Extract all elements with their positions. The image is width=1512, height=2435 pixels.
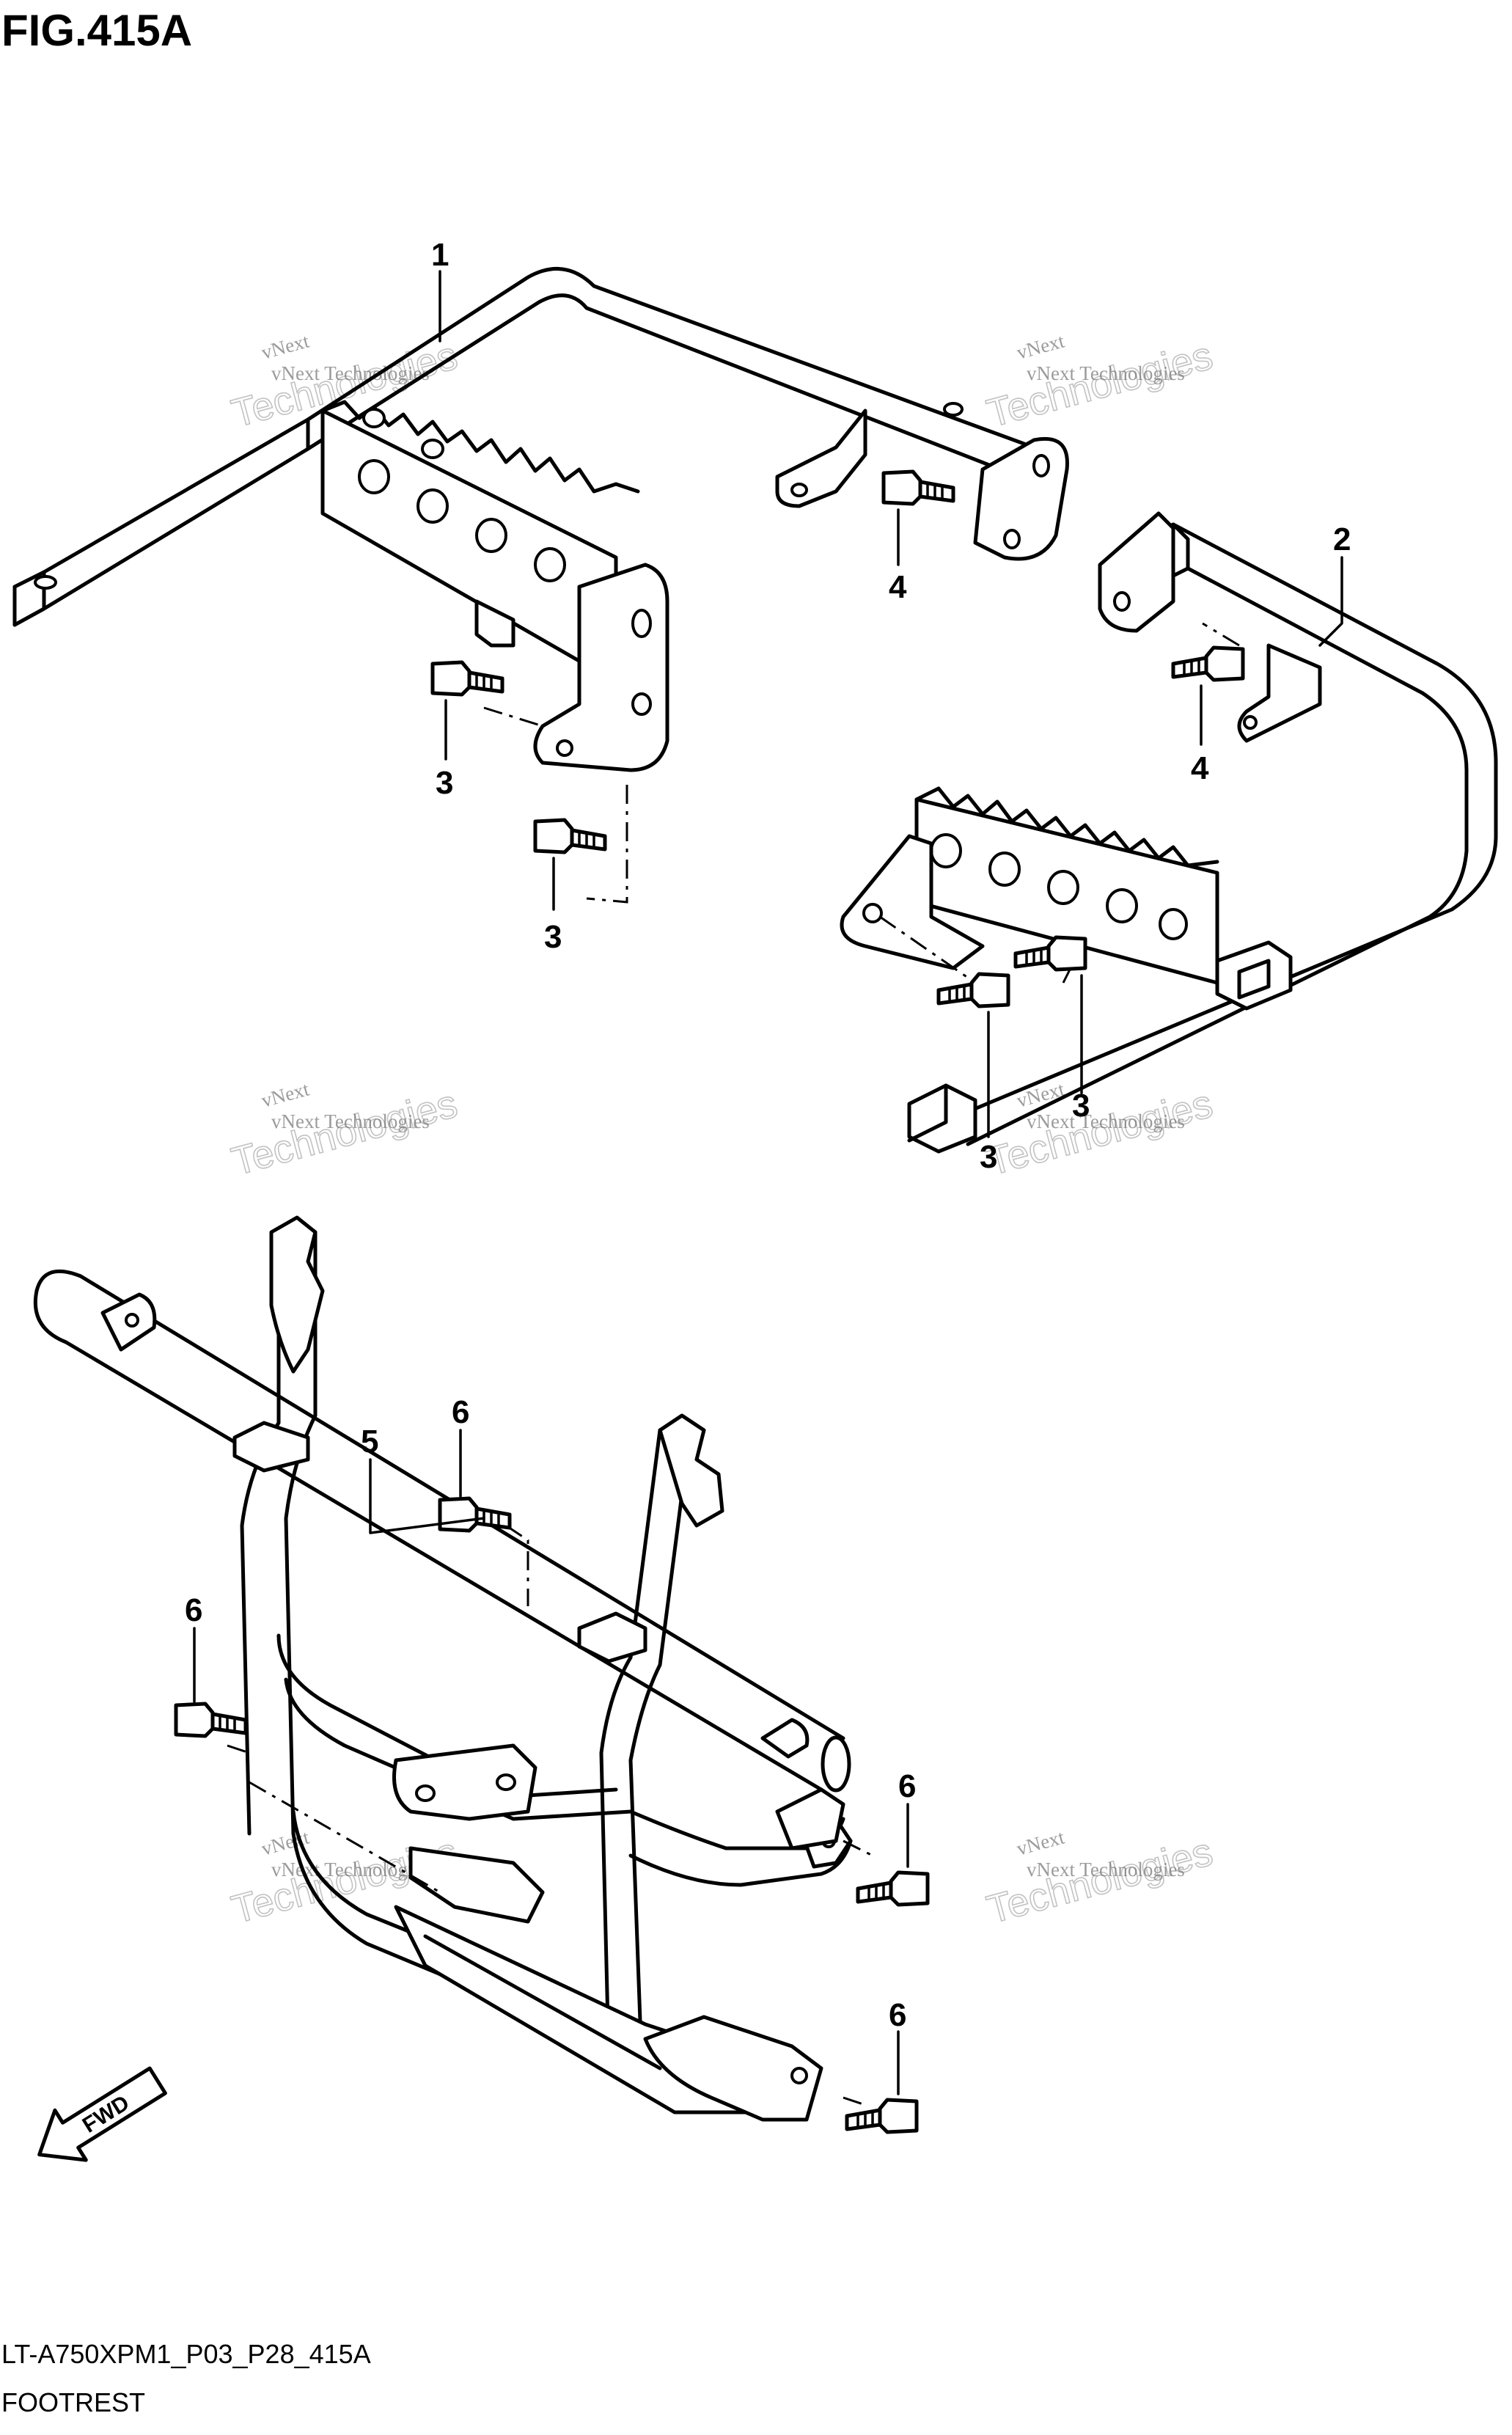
fwd-arrow-icon: FWD bbox=[37, 2066, 167, 2162]
callout-6: 6 bbox=[185, 1592, 202, 1628]
svg-text:vNext Technologies: vNext Technologies bbox=[1027, 362, 1185, 384]
tube-end-cap bbox=[821, 1735, 851, 1793]
bolt-icon bbox=[881, 469, 955, 506]
callout-6: 6 bbox=[889, 1997, 906, 2033]
bolt-icon bbox=[430, 660, 504, 697]
callout-2: 2 bbox=[1333, 521, 1351, 557]
callout-3: 3 bbox=[1072, 1088, 1090, 1124]
bolt-icon bbox=[174, 1702, 248, 1738]
bolt-icon bbox=[856, 1870, 930, 1907]
callout-3: 3 bbox=[436, 765, 453, 801]
svg-text:vNext: vNext bbox=[259, 1077, 312, 1111]
mount-plate-right bbox=[973, 436, 1069, 561]
callout-4: 4 bbox=[889, 569, 907, 605]
tube-end-front bbox=[907, 1083, 977, 1154]
square-tube-left bbox=[12, 417, 310, 627]
step-plate-left bbox=[320, 409, 618, 684]
bolt-icon bbox=[845, 2098, 919, 2134]
footrest-bar-left[interactable] bbox=[12, 267, 1069, 772]
callout-3: 3 bbox=[980, 1139, 997, 1175]
callout-1: 1 bbox=[431, 237, 449, 273]
callout-6: 6 bbox=[898, 1768, 916, 1804]
svg-text:vNext Technologies: vNext Technologies bbox=[1027, 1110, 1185, 1132]
svg-text:vNext: vNext bbox=[259, 329, 312, 363]
bolt-group bbox=[174, 469, 1245, 2134]
end-bracket-right bbox=[840, 834, 985, 970]
bolt-icon bbox=[1013, 935, 1087, 972]
socket-box bbox=[1215, 940, 1293, 1011]
post-top-right bbox=[658, 1413, 724, 1528]
figure-title: FIG.415A bbox=[1, 6, 192, 55]
figure-caption: FOOTREST bbox=[1, 2387, 145, 2417]
watermark: vNext Technologies vNext Technologies bbox=[227, 1077, 463, 1184]
tube-end-hole bbox=[34, 575, 57, 590]
callout-4: 4 bbox=[1191, 750, 1209, 786]
footrest-frame[interactable] bbox=[33, 1215, 853, 2122]
small-bracket bbox=[775, 409, 867, 508]
bolt-icon bbox=[936, 972, 1010, 1008]
svg-text:vNext: vNext bbox=[1014, 329, 1067, 363]
callout-6: 6 bbox=[452, 1394, 469, 1430]
leader-lines bbox=[193, 270, 1343, 2095]
svg-text:vNext Technologies: vNext Technologies bbox=[271, 1110, 430, 1132]
watermark-group: vNext Technologies vNext Technologies vN… bbox=[227, 329, 1218, 1933]
callout-labels: 1 2 3 3 3 3 4 4 5 6 6 6 6 bbox=[185, 237, 1351, 2033]
callout-5: 5 bbox=[361, 1424, 378, 1460]
footrest-bar-right[interactable] bbox=[840, 511, 1498, 1154]
svg-text:vNext: vNext bbox=[1014, 1826, 1067, 1859]
svg-text:vNext Technologies: vNext Technologies bbox=[271, 1859, 430, 1881]
model-code: LT-A750XPM1_P03_P28_415A bbox=[1, 2339, 371, 2369]
watermark: vNext Technologies vNext Technologies bbox=[982, 1077, 1218, 1184]
watermark: vNext Technologies vNext Technologies bbox=[982, 329, 1218, 436]
svg-text:vNext Technologies: vNext Technologies bbox=[1027, 1859, 1185, 1881]
callout-3: 3 bbox=[544, 919, 562, 955]
watermark: vNext Technologies vNext Technologies bbox=[982, 1826, 1218, 1933]
bolt-icon bbox=[533, 818, 607, 854]
svg-text:vNext Technologies: vNext Technologies bbox=[271, 362, 430, 384]
post-top-left bbox=[269, 1215, 325, 1374]
bolt-icon bbox=[438, 1496, 512, 1533]
bolt-icon bbox=[1171, 645, 1245, 682]
